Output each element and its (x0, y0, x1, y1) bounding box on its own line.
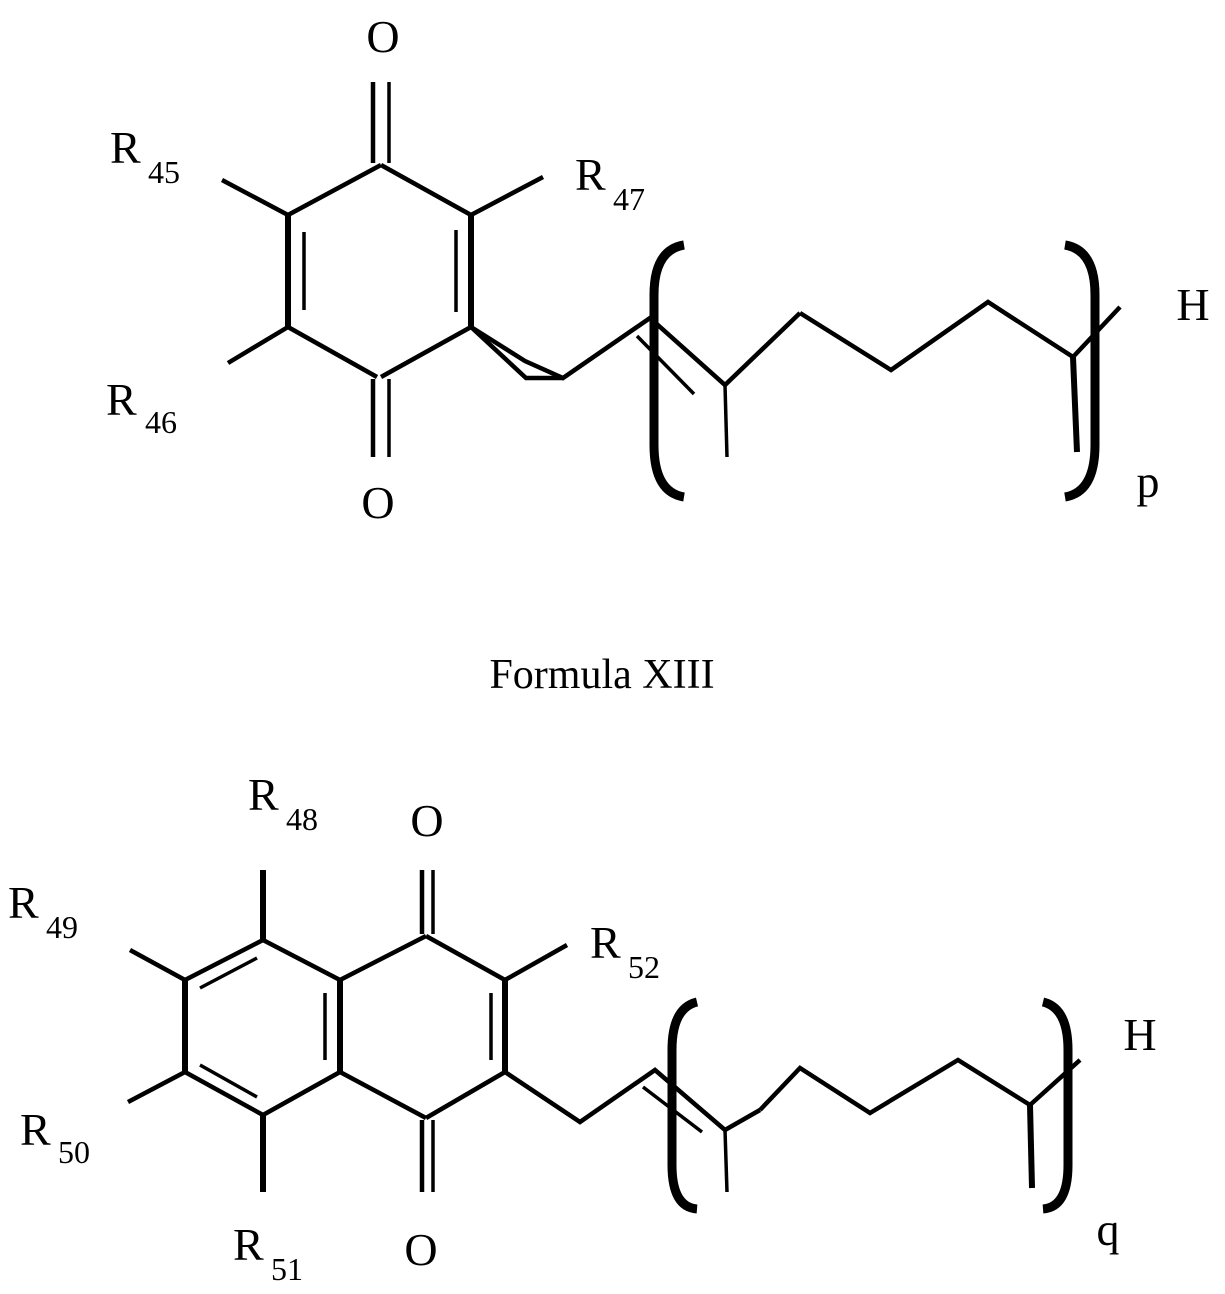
svg-text:R: R (106, 374, 137, 425)
formula-top-benzoquinone: O O R 45 R 46 R 47 H p (106, 11, 1210, 528)
repeat-bracket-left (649, 240, 686, 502)
label-o-bottom: O (361, 477, 394, 528)
svg-text:50: 50 (58, 1134, 90, 1170)
label-terminal-h-bottom: H (1123, 1009, 1156, 1060)
label-r47: R 47 (575, 149, 645, 217)
quinone-ring (285, 163, 474, 379)
r49-bond (128, 948, 187, 982)
carbonyl-top-bond (370, 82, 391, 163)
quinone-ring-fused (338, 933, 508, 1120)
label-terminal-h: H (1176, 279, 1209, 330)
svg-text:R: R (110, 122, 141, 173)
label-repeat-index-p: p (1137, 456, 1160, 507)
svg-text:51: 51 (271, 1251, 303, 1287)
label-r51: R 51 (233, 1219, 303, 1287)
formula-caption: Formula XIII (489, 652, 714, 698)
isoprenoid-chain-bottom (503, 1057, 1082, 1193)
label-r49: R 49 (8, 877, 78, 945)
repeat-bracket-left-bottom (667, 997, 699, 1214)
formula-bottom-naphthoquinone: O O R 48 R 49 R 50 R 51 R 52 H q (8, 769, 1157, 1287)
isoprenoid-chain-top (469, 299, 1122, 458)
svg-text:R: R (590, 917, 621, 968)
carbonyl-top-bond-naphtho (419, 870, 435, 934)
svg-text:52: 52 (628, 949, 660, 985)
repeat-bracket-right (1063, 240, 1100, 502)
label-o-top-naphtho: O (410, 795, 443, 846)
label-r48: R 48 (248, 769, 318, 837)
svg-text:R: R (575, 149, 606, 200)
label-r46: R 46 (106, 374, 177, 440)
r47-bond (469, 175, 545, 217)
label-r50: R 50 (20, 1104, 90, 1170)
svg-text:R: R (20, 1104, 51, 1155)
r46-bond (226, 325, 290, 365)
label-o-top: O (366, 11, 399, 62)
svg-text:R: R (233, 1219, 264, 1270)
svg-text:R: R (248, 769, 279, 820)
label-o-bottom-naphtho: O (404, 1224, 437, 1275)
label-repeat-index-q: q (1097, 1204, 1120, 1255)
svg-text:45: 45 (148, 154, 180, 190)
svg-text:49: 49 (46, 909, 78, 945)
svg-text:47: 47 (613, 181, 645, 217)
carbonyl-bottom-bond (370, 379, 391, 457)
repeat-bracket-right-bottom (1041, 997, 1073, 1214)
r50-bond (126, 1070, 187, 1104)
r52-bond (503, 943, 569, 982)
label-r52: R 52 (590, 917, 660, 985)
carbonyl-bottom-bond-naphtho (419, 1120, 435, 1192)
benzene-ring (182, 937, 343, 1117)
svg-text:R: R (8, 877, 39, 928)
svg-text:46: 46 (145, 404, 177, 440)
label-r45: R 45 (110, 122, 180, 190)
r45-bond (220, 178, 290, 217)
svg-text:48: 48 (286, 801, 318, 837)
